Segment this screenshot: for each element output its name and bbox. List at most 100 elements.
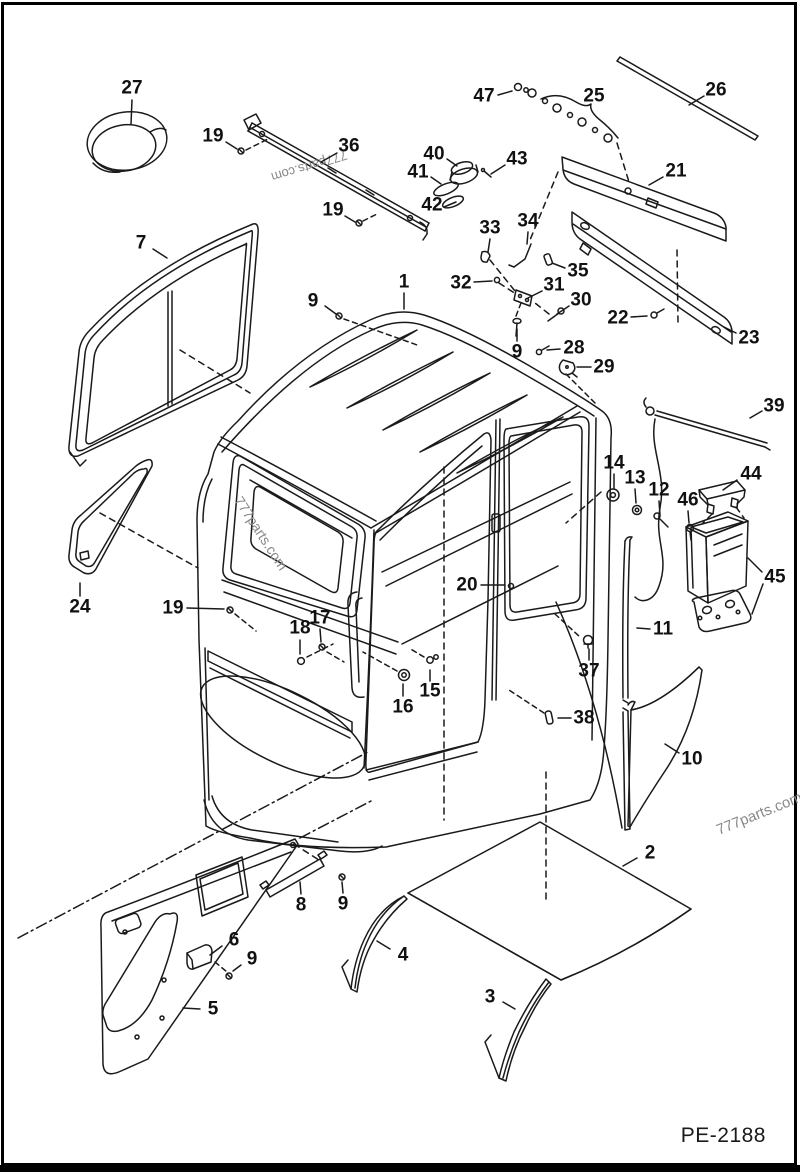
callout-19: 19 <box>202 126 269 151</box>
page-code: PE-2188 <box>680 1124 766 1147</box>
leader-line <box>324 305 337 315</box>
callout-6: 6 <box>209 930 240 973</box>
part-number-label: 28 <box>563 338 584 359</box>
dashed-leader-line <box>362 651 398 672</box>
callout-11: 11 <box>636 619 674 640</box>
part-2-roof-glass <box>407 821 692 981</box>
callout-44: 44 <box>722 464 762 491</box>
leader-line <box>344 215 356 223</box>
part-number-label: 2 <box>645 843 656 864</box>
dashed-leader-line <box>508 689 545 714</box>
part-number-label: 6 <box>229 930 240 951</box>
callout-4: 4 <box>376 940 409 966</box>
bottom-edge-bar <box>0 1165 800 1172</box>
part-number-label: 21 <box>665 161 687 182</box>
part-number-label: 29 <box>593 357 614 378</box>
callout-8: 8 <box>296 881 306 916</box>
dashed-leader-line <box>554 613 581 638</box>
callout-16: 16 <box>362 651 414 718</box>
dashed-leader-line <box>362 212 380 222</box>
leader-line <box>636 627 651 630</box>
part-number-label: 9 <box>512 342 523 363</box>
part-39-wiper-rod <box>634 397 771 602</box>
leader-line <box>376 940 391 950</box>
part-44-cover <box>698 480 746 515</box>
leader-line <box>152 248 168 259</box>
leader-line <box>687 510 690 524</box>
callout-46: 46 <box>677 490 699 524</box>
callout-9: 9 <box>512 302 523 363</box>
leader-line <box>648 176 664 186</box>
part-number-label: 1 <box>399 272 410 293</box>
callout-12: 12 <box>648 480 670 516</box>
callout-26: 26 <box>688 80 727 106</box>
callout-18: 18 <box>289 618 334 658</box>
construction-lines <box>17 142 745 939</box>
part-number-label: 41 <box>407 162 429 183</box>
part-27-seal-coil <box>86 110 168 174</box>
leader-line <box>502 1001 516 1010</box>
part-number-label: 18 <box>289 618 310 639</box>
leader-line <box>182 1007 201 1010</box>
leader-line <box>556 305 570 315</box>
part-number-label: 40 <box>423 144 444 165</box>
part-number-label: 32 <box>450 273 471 294</box>
latch-hardware-28-35 <box>335 243 665 378</box>
part-36-trim-strip <box>243 113 430 241</box>
part-number-label: 34 <box>517 211 539 232</box>
callout-29: 29 <box>565 357 615 405</box>
callout-36: 36 <box>320 136 360 163</box>
part-number-label: 7 <box>136 233 147 254</box>
leader-line <box>299 881 302 895</box>
callout-47: 47 <box>473 86 513 107</box>
part-number-label: 10 <box>681 749 702 770</box>
part-number-label: 4 <box>398 945 409 966</box>
callout-43: 43 <box>490 149 528 175</box>
leader-line <box>130 99 133 125</box>
part-number-label: 23 <box>738 328 759 349</box>
callout-17: 17 <box>309 608 345 663</box>
leader-line <box>319 628 322 643</box>
part-number-label: 36 <box>338 136 359 157</box>
leader-line <box>749 410 763 419</box>
part-number-label: 47 <box>473 86 494 107</box>
part-1-cab-weldment <box>196 311 623 853</box>
part-number-label: 37 <box>578 661 599 682</box>
leader-line <box>658 500 661 516</box>
dashed-leader-line <box>326 651 345 663</box>
callout-37: 37 <box>554 613 600 682</box>
small-fasteners <box>225 147 594 980</box>
part-47-bolt-and-25-hardware-set <box>513 82 619 143</box>
part-24-triangle-window <box>68 458 153 575</box>
part-number-label: 31 <box>543 275 565 296</box>
dashed-leader-line <box>343 318 421 347</box>
part-number-label: 19 <box>202 126 223 147</box>
callout-30: 30 <box>556 290 592 315</box>
dashed-leader-line <box>408 647 425 658</box>
part-number-label: 33 <box>479 218 500 239</box>
callout-19: 19 <box>162 598 257 632</box>
part-11-pillar-strip <box>622 536 633 831</box>
leader-line <box>186 607 225 610</box>
callout-34: 34 <box>517 211 539 245</box>
part-7-sliding-window <box>68 222 259 467</box>
leader-line <box>751 583 764 615</box>
part-45-box-and-plate <box>685 511 752 633</box>
leader-line <box>526 231 529 245</box>
part-number-label: 19 <box>162 598 183 619</box>
leader-line <box>446 158 458 167</box>
part-number-label: 11 <box>653 619 674 640</box>
callout-2: 2 <box>622 843 656 867</box>
leader-line <box>232 964 242 972</box>
leader-line <box>722 479 738 491</box>
leader-line <box>490 164 506 175</box>
part-number-label: 13 <box>624 468 645 489</box>
part-number-label: 25 <box>583 86 605 107</box>
part-5-side-panel <box>100 838 299 1075</box>
leader-line <box>443 201 457 208</box>
callout-32: 32 <box>450 273 493 294</box>
callout-27: 27 <box>121 78 143 125</box>
